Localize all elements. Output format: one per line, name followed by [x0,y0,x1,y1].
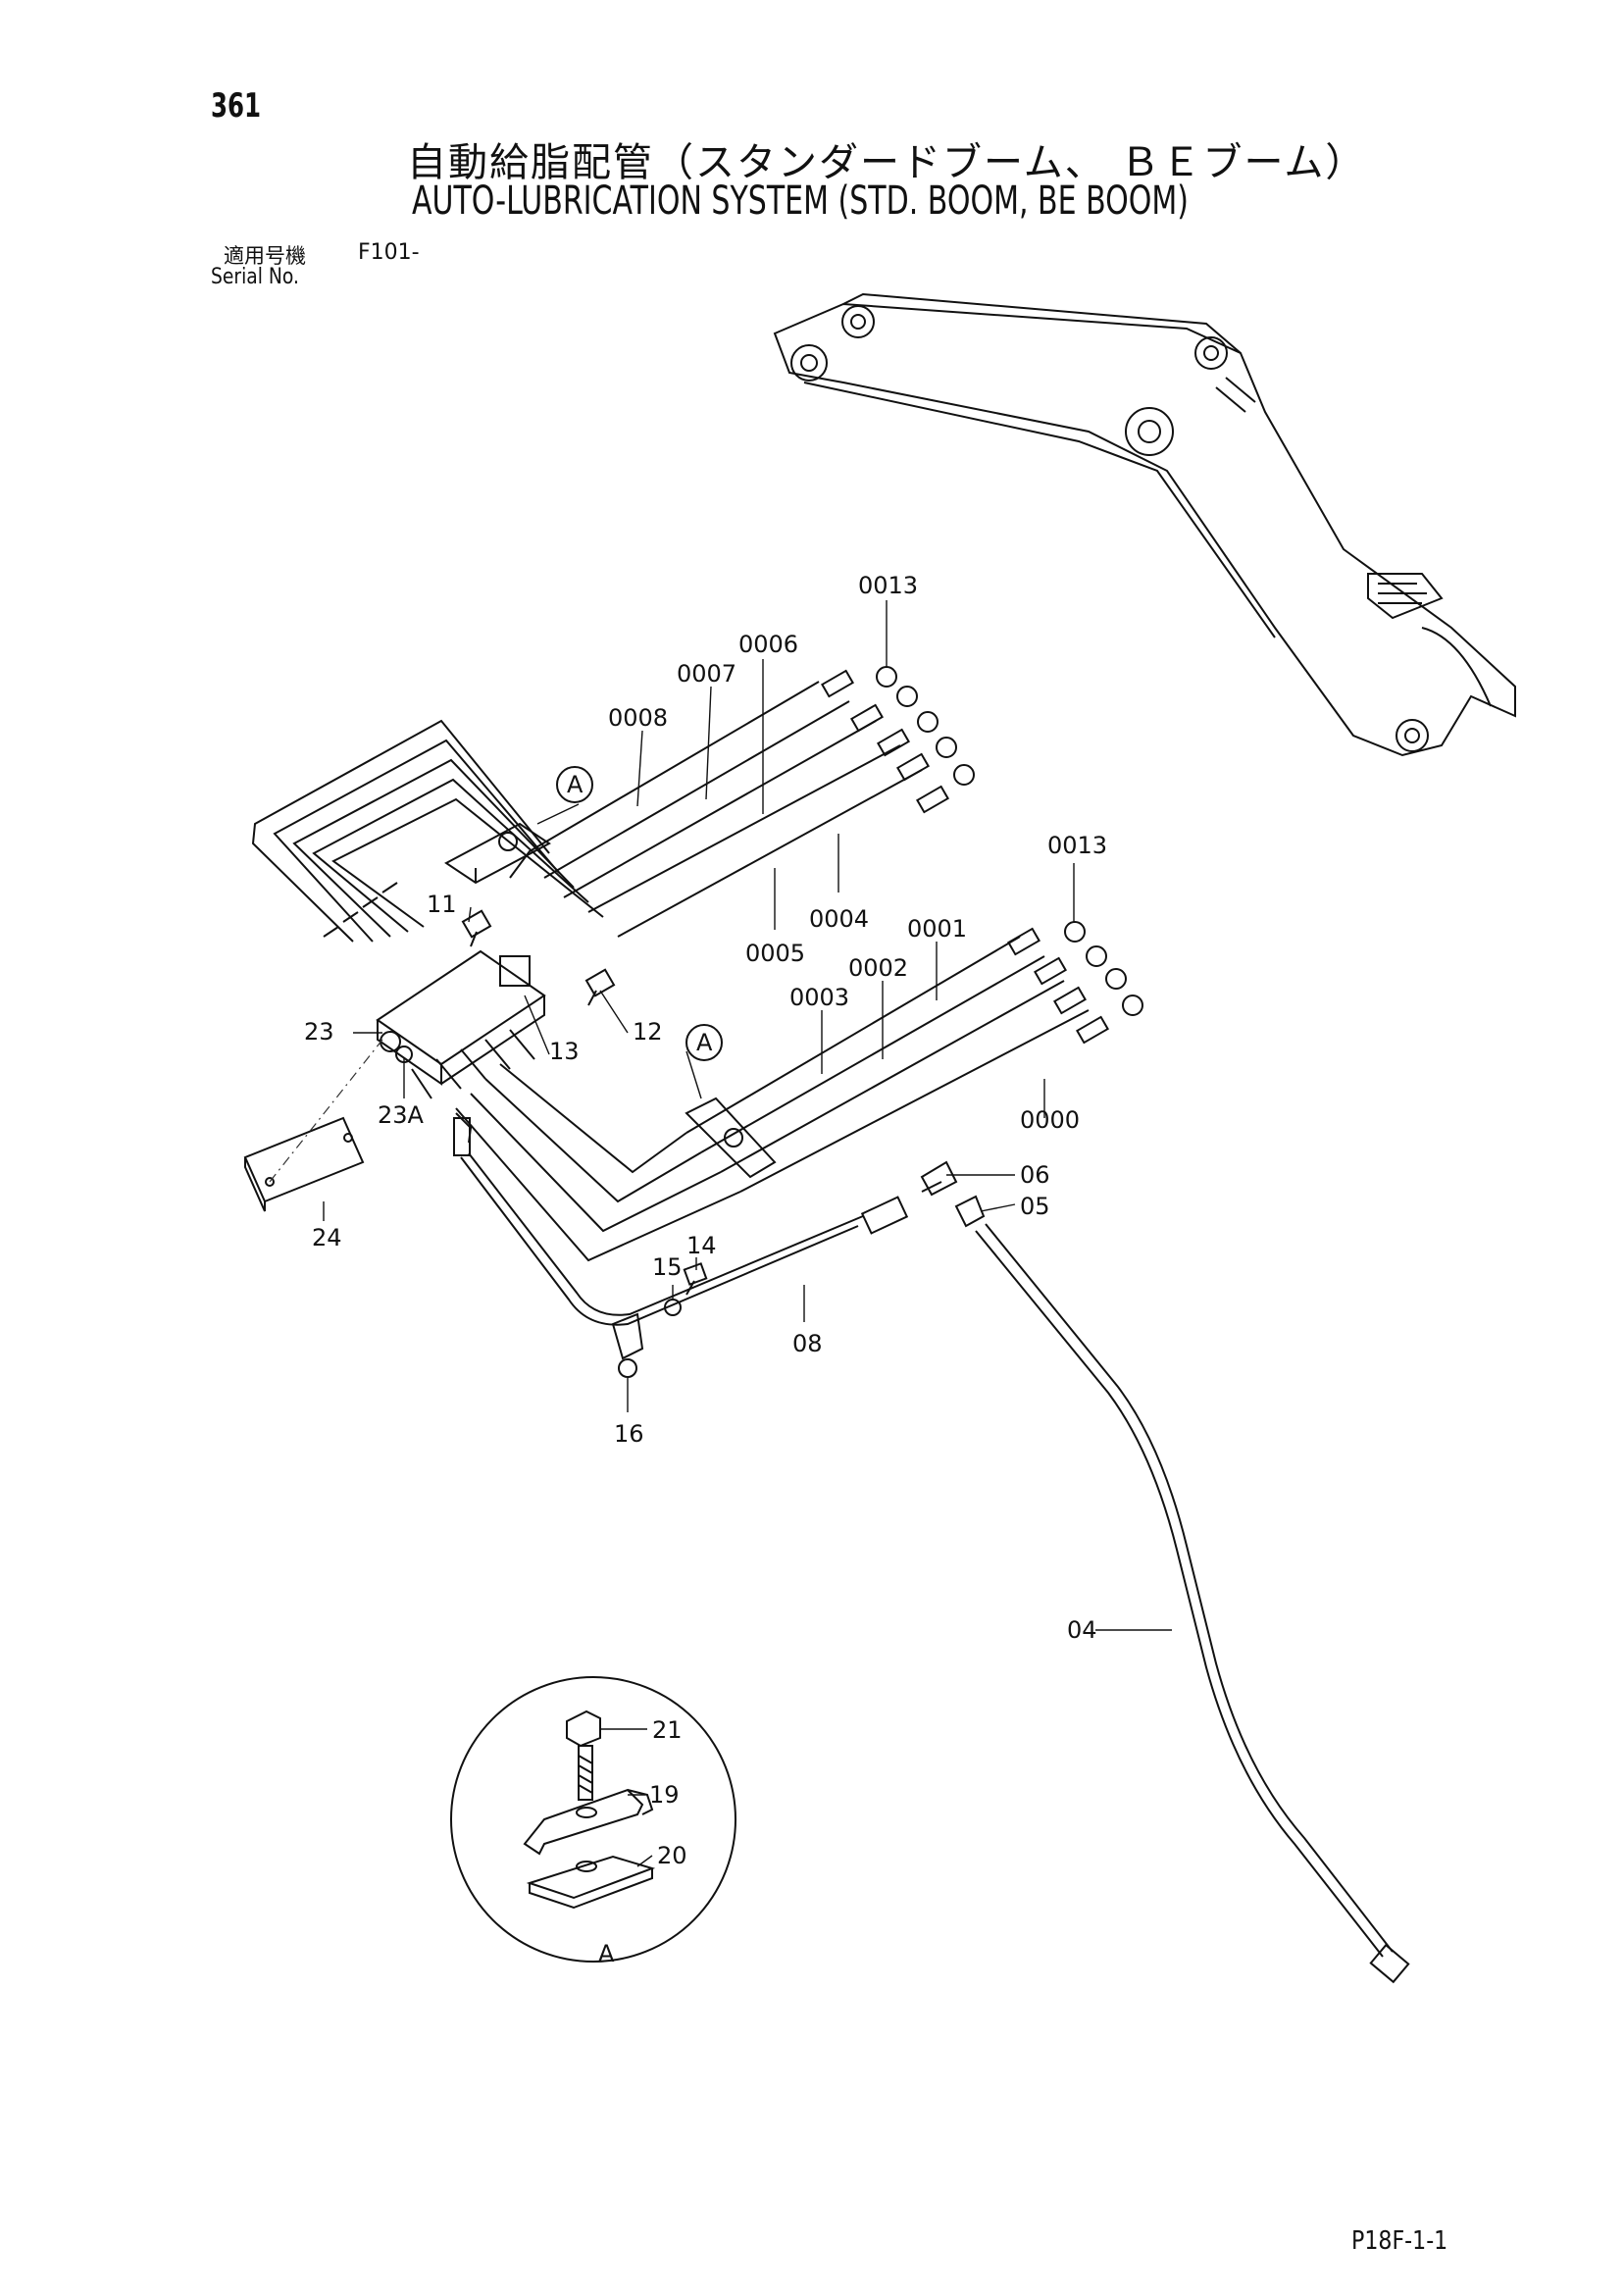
callout-0002: 0002 [848,954,908,982]
upper-nipples [821,669,949,814]
callout-16: 16 [614,1420,644,1448]
clip-16 [611,1312,644,1378]
bolt-14 [683,1262,708,1296]
callout-0004: 0004 [809,905,869,933]
callout-bubble-a-upper [556,766,593,803]
callout-19: 19 [649,1781,680,1809]
callout-21: 21 [652,1716,683,1744]
callout-15: 15 [652,1253,683,1281]
hose-04 [975,1223,1410,1984]
callout-0006: 0006 [738,631,798,658]
page-number: 361 [211,86,262,126]
lower-nipples [1007,927,1109,1045]
callout-0001: 0001 [907,915,967,943]
callout-13: 13 [549,1038,580,1065]
callout-0000: 0000 [1020,1106,1080,1134]
callout-05: 05 [1020,1193,1050,1220]
upper-pipe-bundle [251,681,923,943]
callout-24: 24 [312,1224,342,1251]
title-english: AUTO-LUBRICATION SYSTEM (STD. BOOM, BE B… [412,179,1189,224]
callout-11: 11 [427,891,457,918]
callout-14: 14 [686,1232,717,1259]
callout-06: 06 [1020,1161,1050,1189]
distributor-block [323,882,546,1099]
callout-23a: 23A [378,1101,425,1129]
callout-a-lower: A [696,1029,713,1056]
callout-0008: 0008 [608,704,668,732]
callout-20: 20 [657,1842,687,1869]
boom-outline [773,292,1516,757]
callout-a-detail: A [598,1940,615,1967]
elbow-06 [920,1160,958,1197]
callout-04: 04 [1067,1616,1097,1644]
detail-a-plate-20 [526,1855,656,1910]
leader-lines [323,600,1172,1867]
serial-label-english: Serial No. [211,265,299,289]
callout-12: 12 [633,1018,663,1046]
callout-bubble-a-lower [685,1024,723,1061]
callout-08: 08 [792,1330,823,1357]
lower-caps [1064,921,1143,1016]
callout-0007: 0007 [677,660,736,688]
connector-05 [954,1195,986,1228]
callout-23: 23 [304,1018,334,1046]
detail-a-circle [450,1676,736,1963]
plate-dashline [269,1039,383,1183]
callout-0013-lower: 0013 [1047,832,1107,859]
callout-0013-upper: 0013 [858,572,918,599]
serial-label-japanese: 適用号機 [224,244,306,268]
plate-24 [243,1116,365,1212]
upper-clamp [444,822,551,885]
supply-line-08 [453,1112,942,1326]
bolt-11 [461,909,492,947]
callout-0005: 0005 [745,940,805,967]
page-code: P18F-1-1 [1351,2226,1448,2256]
upper-caps [876,666,975,786]
title-japanese: 自動給脂配管（スタンダードブーム、 ＢＥブーム） [407,140,1367,185]
callout-0003: 0003 [789,984,849,1011]
lower-clamp [685,1097,777,1179]
lower-pipe-bundle [455,936,1090,1262]
detail-a-bolt-21 [566,1709,601,1801]
callout-a-upper: A [567,771,584,798]
serial-number-value: F101- [358,240,420,265]
detail-a-clamp-19 [523,1788,654,1856]
bolt-12 [584,968,616,1006]
